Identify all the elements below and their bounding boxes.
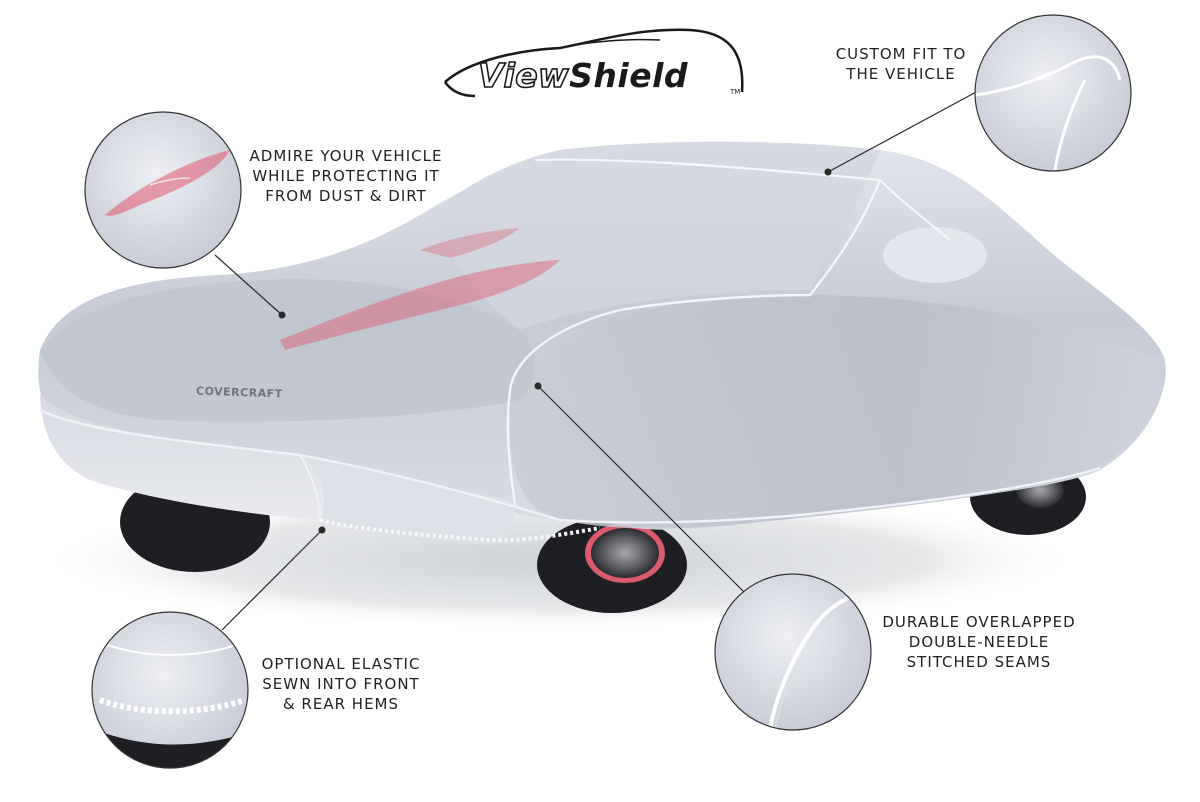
logo-shield-text: Shield xyxy=(569,56,689,95)
callout-line: FROM DUST & DIRT xyxy=(265,187,427,205)
callout-line: SEWN INTO FRONT xyxy=(262,675,420,693)
trademark-mark: TM xyxy=(730,88,741,96)
callout-line: STITCHED SEAMS xyxy=(906,653,1052,671)
viewshield-logo xyxy=(443,28,744,98)
callout-line: ADMIRE YOUR VEHICLE xyxy=(249,147,443,165)
callout-line: DURABLE OVERLAPPED xyxy=(882,613,1076,631)
logo-view-text: View xyxy=(477,55,570,96)
detail-circle-seams xyxy=(714,573,872,731)
callout-elastic: OPTIONAL ELASTIC SEWN INTO FRONT & REAR … xyxy=(246,654,436,714)
car-cover xyxy=(38,141,1166,545)
detail-circle-admire xyxy=(84,111,242,269)
callout-line: & REAR HEMS xyxy=(282,695,400,713)
callout-line: THE VEHICLE xyxy=(846,65,956,83)
leader-lines xyxy=(214,90,979,631)
callout-line: DOUBLE-NEEDLE xyxy=(908,633,1050,651)
detail-circle-elastic xyxy=(91,611,249,769)
callout-custom-fit: CUSTOM FIT TO THE VEHICLE xyxy=(826,44,976,84)
callout-seams: DURABLE OVERLAPPED DOUBLE-NEEDLE STITCHE… xyxy=(868,612,1090,672)
callout-line: WHILE PROTECTING IT xyxy=(252,167,440,185)
callout-line: OPTIONAL ELASTIC xyxy=(261,655,421,673)
callout-admire: ADMIRE YOUR VEHICLE WHILE PROTECTING IT … xyxy=(236,146,456,206)
viewshield-logo-text: ViewShield xyxy=(477,55,689,96)
callout-line: CUSTOM FIT TO xyxy=(835,45,967,63)
detail-circle-custom-fit xyxy=(974,14,1132,172)
